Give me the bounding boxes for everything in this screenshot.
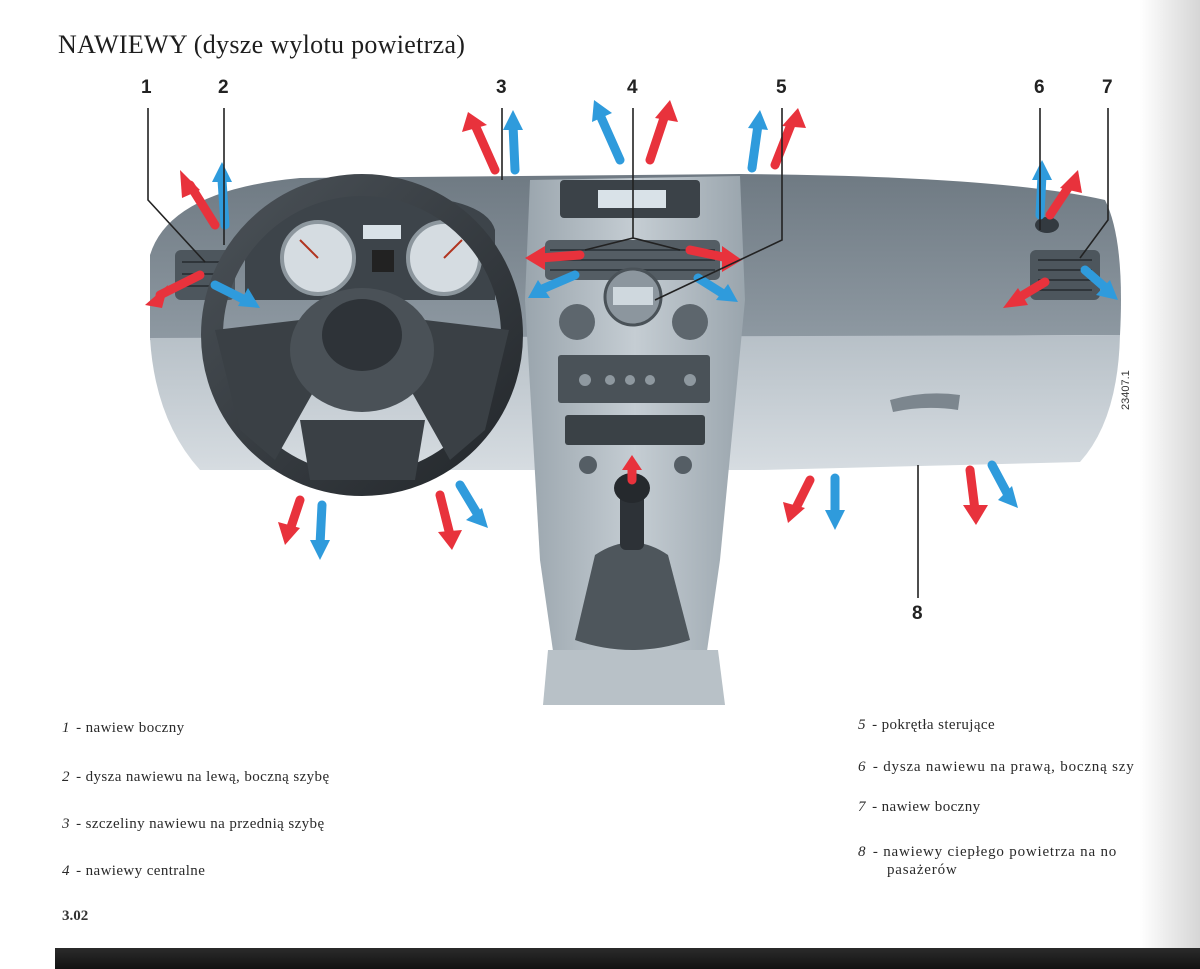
legend-text: - nawiew boczny: [872, 799, 981, 815]
legend-text: - dysza nawiewu na prawą, boczną szy: [872, 759, 1135, 775]
legend-num: 7: [858, 799, 866, 815]
callout-7: 7: [1102, 77, 1113, 98]
callout-6: 6: [1034, 77, 1045, 98]
legend-item-7: 7 - nawiew boczny: [858, 799, 981, 816]
legend-text: - nawiewy ciepłego powietrza na no: [872, 844, 1118, 860]
legend-num: 4: [62, 863, 70, 879]
legend-num: 2: [62, 769, 70, 785]
legend-item-2: 2 - dysza nawiewu na lewą, boczną szybę: [62, 769, 330, 786]
callout-1: 1: [141, 77, 152, 98]
legend-item-1: 1 - nawiew boczny: [62, 720, 185, 737]
legend-text-continued: pasażerów: [887, 862, 958, 878]
callout-8: 8: [912, 603, 923, 624]
legend-num: 6: [858, 759, 867, 775]
legend-text: - nawiewy centralne: [76, 863, 206, 879]
scan-bottom-bar: [55, 948, 1200, 969]
steering-wheel: [201, 174, 523, 496]
callout-2: 2: [218, 77, 229, 98]
legend-num: 8: [858, 844, 867, 860]
airflow-arrows: [145, 100, 1118, 560]
legend-item-6: 6 - dysza nawiewu na prawą, boczną szy: [858, 759, 1135, 776]
legend-num: 5: [858, 717, 866, 733]
callout-4: 4: [627, 77, 638, 98]
legend-text: - nawiew boczny: [76, 720, 185, 736]
page-number: 3.02: [62, 908, 89, 924]
callout-leaders: [147, 108, 1109, 598]
figure-code: 23407.1: [1120, 370, 1132, 410]
legend-item-5: 5 - pokrętła sterujące: [858, 717, 995, 734]
callout-5: 5: [776, 77, 787, 98]
legend-num: 3: [62, 816, 70, 832]
legend-num: 1: [62, 720, 70, 736]
legend-text: - pokrętła sterujące: [872, 717, 996, 733]
page-title: NAWIEWY (dysze wylotu powietrza): [58, 30, 466, 59]
legend-item-8: 8 - nawiewy ciepłego powietrza na no pas…: [858, 843, 1117, 879]
legend-item-4: 4 - nawiewy centralne: [62, 863, 205, 880]
legend-text: - szczeliny nawiewu na przednią szybę: [76, 816, 325, 832]
callout-3: 3: [496, 77, 507, 98]
legend-text: - dysza nawiewu na lewą, boczną szybę: [76, 769, 330, 785]
legend-item-3: 3 - szczeliny nawiewu na przednią szybę: [62, 816, 325, 833]
scan-edge: [1140, 0, 1200, 969]
